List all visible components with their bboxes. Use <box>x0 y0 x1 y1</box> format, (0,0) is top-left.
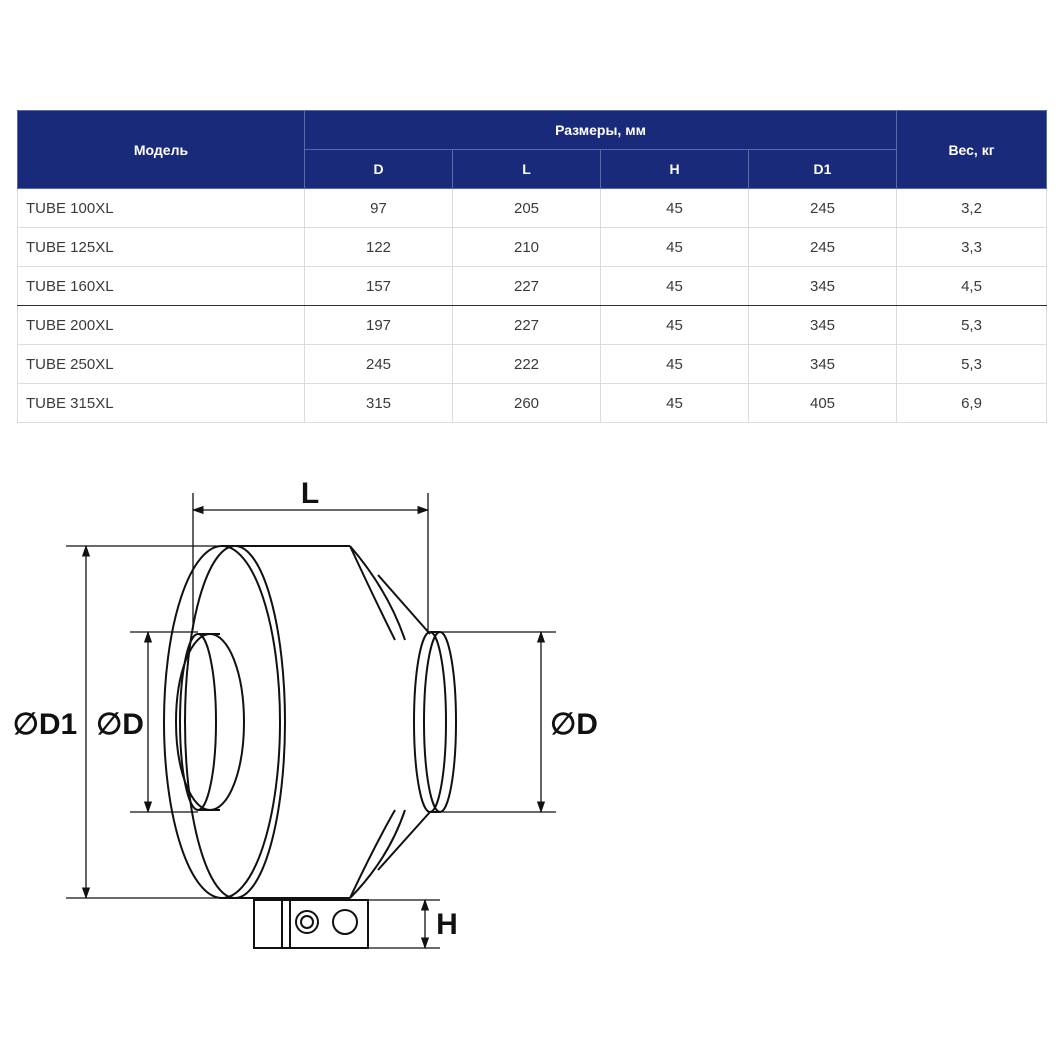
table-row: TUBE 100XL 97 205 45 245 3,2 <box>17 188 1047 228</box>
cell-weight: 4,5 <box>896 266 1047 306</box>
cell-weight: 3,3 <box>896 227 1047 267</box>
table-row: TUBE 160XL 157 227 45 345 4,5 <box>17 266 1047 306</box>
cell-d1: 405 <box>748 383 897 423</box>
cell-d: 157 <box>304 266 453 306</box>
cell-l: 260 <box>452 383 601 423</box>
cell-weight: 3,2 <box>896 188 1047 228</box>
cell-model: TUBE 100XL <box>17 188 305 228</box>
cell-h: 45 <box>600 266 749 306</box>
cell-d: 315 <box>304 383 453 423</box>
specifications-table: Модель Размеры, мм Вес, кг D L H D1 TUBE… <box>17 110 1047 423</box>
cell-l: 227 <box>452 305 601 345</box>
cell-weight: 6,9 <box>896 383 1047 423</box>
cell-l: 210 <box>452 227 601 267</box>
cell-d: 245 <box>304 344 453 384</box>
cell-d1: 345 <box>748 344 897 384</box>
header-weight: Вес, кг <box>896 110 1047 189</box>
cell-model: TUBE 250XL <box>17 344 305 384</box>
cell-d: 122 <box>304 227 453 267</box>
cell-d: 97 <box>304 188 453 228</box>
cell-l: 227 <box>452 266 601 306</box>
label-d1: ∅D1 <box>13 708 77 741</box>
cell-model: TUBE 125XL <box>17 227 305 267</box>
table-row: TUBE 315XL 315 260 45 405 6,9 <box>17 383 1047 423</box>
cell-d1: 345 <box>748 266 897 306</box>
cell-h: 45 <box>600 383 749 423</box>
label-l: L <box>301 477 319 510</box>
table-row: TUBE 250XL 245 222 45 345 5,3 <box>17 344 1047 384</box>
subheader-h: H <box>600 149 749 189</box>
cell-model: TUBE 315XL <box>17 383 305 423</box>
subheader-d: D <box>304 149 453 189</box>
fan-dimension-drawing: L ∅D1 ∅D ∅D H <box>13 477 598 950</box>
header-dimensions: Размеры, мм <box>304 110 897 150</box>
label-h: H <box>436 908 458 941</box>
cell-weight: 5,3 <box>896 344 1047 384</box>
cell-l: 205 <box>452 188 601 228</box>
cell-h: 45 <box>600 305 749 345</box>
cell-d1: 345 <box>748 305 897 345</box>
fan-body <box>163 545 457 949</box>
subheader-d1: D1 <box>748 149 897 189</box>
cell-d1: 245 <box>748 227 897 267</box>
subheader-l: L <box>452 149 601 189</box>
dimension-lines <box>66 493 556 950</box>
cell-d: 197 <box>304 305 453 345</box>
cell-weight: 5,3 <box>896 305 1047 345</box>
table-row: TUBE 125XL 122 210 45 245 3,3 <box>17 227 1047 267</box>
label-d-left: ∅D <box>96 708 144 741</box>
cell-d1: 245 <box>748 188 897 228</box>
cell-h: 45 <box>600 227 749 267</box>
label-d-right: ∅D <box>550 708 598 741</box>
cell-model: TUBE 160XL <box>17 266 305 306</box>
cell-h: 45 <box>600 188 749 228</box>
cell-l: 222 <box>452 344 601 384</box>
header-model: Модель <box>17 110 305 189</box>
table-row: TUBE 200XL 197 227 45 345 5,3 <box>17 305 1047 345</box>
cell-model: TUBE 200XL <box>17 305 305 345</box>
cell-h: 45 <box>600 344 749 384</box>
